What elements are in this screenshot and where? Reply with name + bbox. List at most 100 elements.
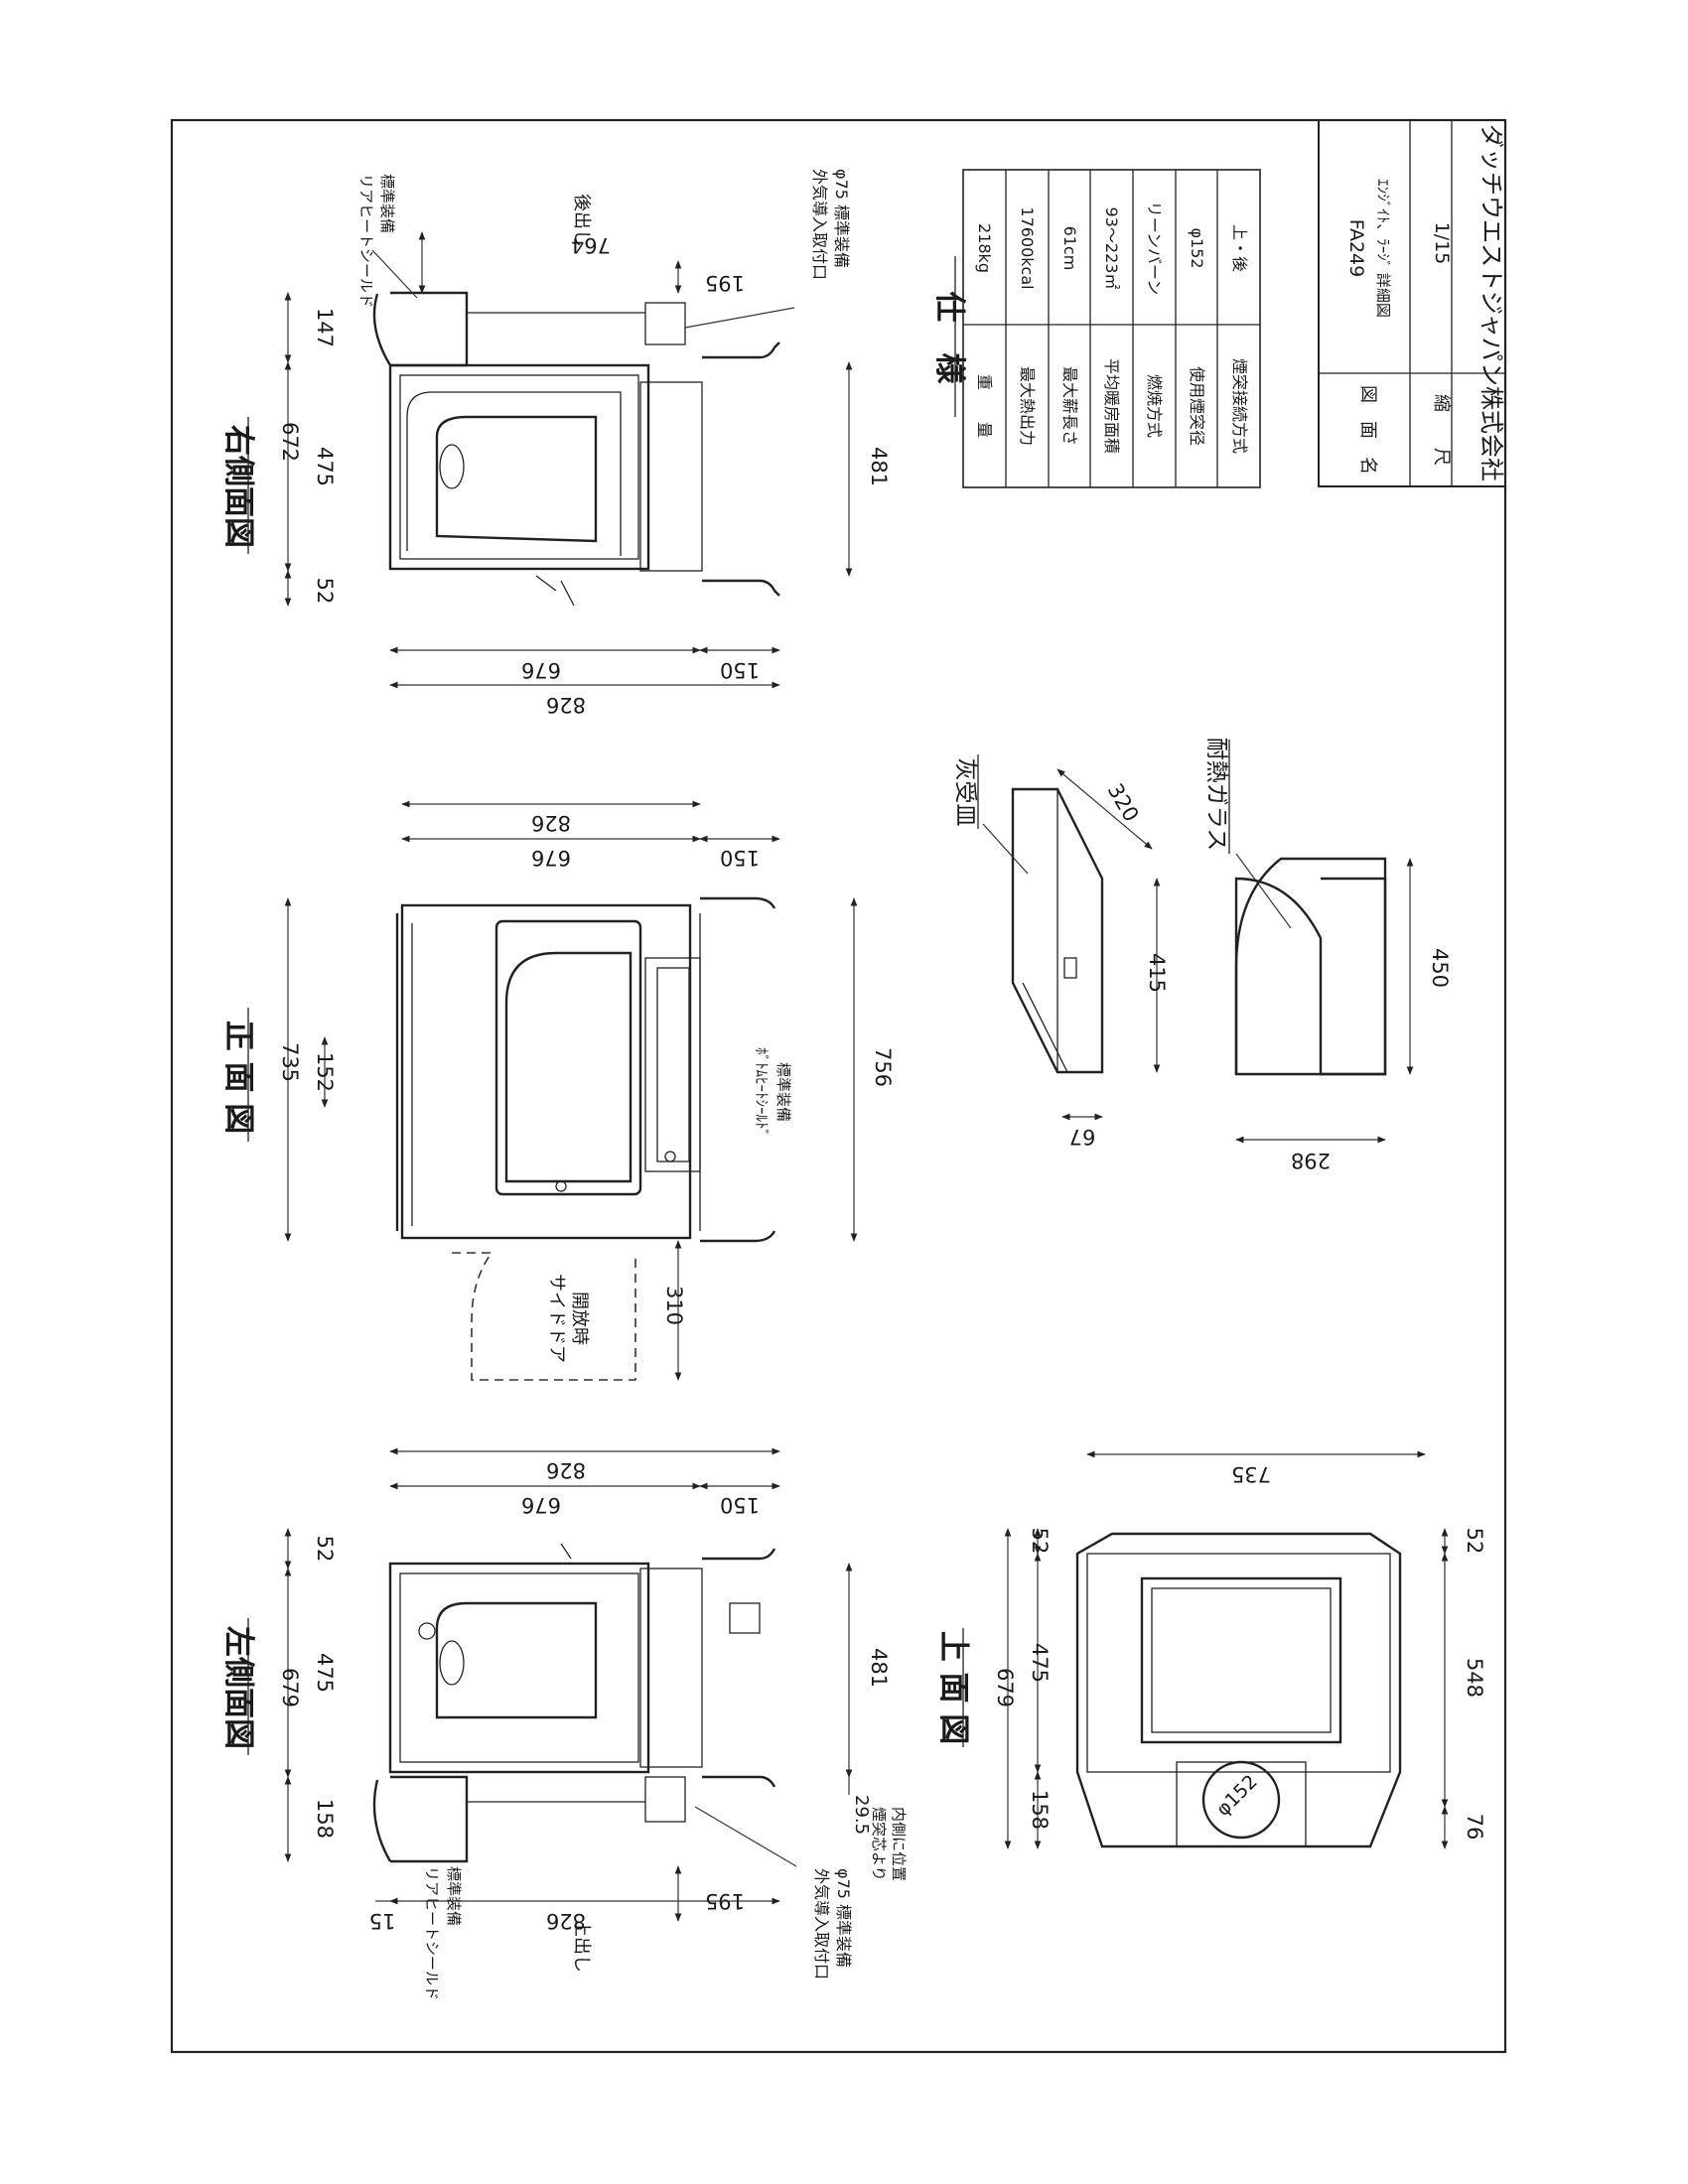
ash-pan-view: 灰受皿 320 415 67 — [952, 754, 1169, 1149]
left-side-rear-heat-shield-label: リアヒートシールド — [423, 1866, 441, 2000]
title-block-name-label: 図 面 名 — [1357, 385, 1378, 475]
right-side-view: 右側面図 リアヒートシールド 標準装備 後出し 外気導入取付口 φ75 標準装備 — [220, 169, 891, 717]
left-side-view: 左側面図 リアヒートシールド 標準装備 上出し 外気導入取付口 φ75 標準装備… — [220, 1447, 908, 2000]
left-side-dim-15: 15 — [369, 1909, 396, 1933]
front-dim-756: 756 — [871, 1047, 895, 1087]
right-side-dim-475: 475 — [313, 447, 337, 486]
left-side-dim-158: 158 — [313, 1799, 337, 1839]
front-view: 正 面 図 ﾎﾞﾄﾑﾋｰﾄｼｰﾙﾄﾞ 標準装備 サイドドア 開放時 826 67… — [220, 800, 895, 1381]
left-side-flue-note-2: 内側に位置 — [890, 1807, 908, 1881]
title-block-drawing-name: ｴﾝｼﾞｲﾄ、ﾗｰｼﾞ 詳細図 — [1374, 179, 1392, 318]
left-side-dim-150: 150 — [720, 1493, 760, 1517]
top-view-dim-679: 679 — [993, 1668, 1017, 1707]
glass-dim-298: 298 — [1291, 1149, 1331, 1172]
right-side-dim-672: 672 — [278, 422, 302, 462]
spec-row-connect-value: 上・後 — [1230, 224, 1249, 272]
right-side-dim-195: 195 — [705, 271, 745, 295]
spec-row-weight-value: 218kg — [975, 223, 994, 273]
front-side-door-label: サイドドア — [546, 1274, 567, 1363]
glass-view: 耐熱ガラス 450 298 — [1203, 738, 1452, 1172]
left-side-stove-body — [372, 1543, 776, 1863]
top-view-dim-52-left: 52 — [1028, 1528, 1052, 1555]
front-dim-735: 735 — [278, 1042, 302, 1082]
ash-pan-outline — [1011, 787, 1104, 1074]
left-side-dim-679: 679 — [278, 1668, 302, 1707]
title-block: 図 面 名 FA249 ｴﾝｼﾞｲﾄ、ﾗｰｼﾞ 詳細図 縮 尺 1/15 ダッチ… — [1318, 119, 1506, 487]
left-side-dim-481: 481 — [867, 1648, 891, 1688]
spec-row-flue-value: φ152 — [1188, 227, 1206, 268]
top-view-dim-548: 548 — [1463, 1658, 1486, 1698]
front-dim-150: 150 — [720, 846, 760, 870]
spec-row-log-value: 61cm — [1060, 226, 1079, 271]
title-block-scale: 1/15 — [1431, 222, 1453, 265]
spec-row-weight-label: 重 量 — [975, 374, 994, 438]
spec-row-area-value: 93〜223㎡ — [1102, 207, 1121, 290]
right-side-dim-147: 147 — [313, 308, 337, 347]
spec-row-burn-label: 燃焼方式 — [1145, 374, 1164, 438]
right-side-air-inlet-label: 外気導入取付口 — [810, 169, 829, 280]
right-side-dim-481: 481 — [867, 447, 891, 486]
spec-table: 仕 様 重 量 218kg 最大熱出力 17600kcal 最大薪長さ 61cm… — [931, 169, 1261, 488]
drawing-frame — [170, 118, 1507, 2054]
ash-pan-dim-415: 415 — [1145, 953, 1169, 993]
left-side-dim-826-bottom: 826 — [546, 1909, 586, 1933]
top-view-dim-76: 76 — [1463, 1814, 1486, 1841]
top-view-flue-diameter: φ152 — [1212, 1771, 1262, 1821]
spec-title: 仕 様 — [931, 292, 967, 385]
left-side-dim-475: 475 — [313, 1653, 337, 1693]
left-side-dim-29-5: 29.5 — [851, 1795, 872, 1835]
right-side-rear-heat-shield-label: リアヒートシールド — [357, 174, 375, 308]
top-view: 上 面 図 φ152 735 52 475 679 158 52 548 76 — [935, 1450, 1486, 1849]
right-side-outlet-label: 後出し — [571, 194, 592, 247]
left-side-air-inlet-std: φ75 標準装備 — [834, 1868, 853, 1968]
front-stove-body — [395, 896, 776, 1243]
top-view-dim-158: 158 — [1028, 1790, 1052, 1830]
front-side-door-open: 開放時 — [569, 1292, 590, 1345]
left-side-rear-heat-shield-std: 標準装備 — [445, 1866, 463, 1926]
spec-row-area-label: 平均暖房面積 — [1102, 358, 1121, 454]
right-side-dim-826: 826 — [546, 693, 586, 717]
glass-title: 耐熱ガラス — [1203, 738, 1229, 852]
front-dim-826: 826 — [531, 811, 571, 835]
top-view-title: 上 面 図 — [935, 1631, 971, 1745]
left-side-air-inlet-label: 外気導入取付口 — [812, 1868, 831, 1979]
spec-row-log-label: 最大薪長さ — [1060, 366, 1079, 446]
right-side-air-inlet-std: φ75 標準装備 — [832, 169, 851, 268]
spec-row-output-label: 最大熱出力 — [1018, 366, 1037, 446]
spec-row-burn-value: リーンバーン — [1145, 202, 1164, 295]
spec-row-output-value: 17600kcal — [1018, 206, 1037, 289]
left-side-dim-826-top: 826 — [546, 1458, 586, 1482]
left-side-flue-note-1: 煙突芯より — [870, 1807, 888, 1881]
top-view-dim-735: 735 — [1231, 1462, 1271, 1486]
title-block-scale-label: 縮 尺 — [1431, 394, 1452, 466]
right-side-rear-heat-shield-std: 標準装備 — [378, 174, 396, 233]
ash-pan-title: 灰受皿 — [952, 758, 978, 827]
front-bottom-heat-shield-label: ﾎﾞﾄﾑﾋｰﾄｼｰﾙﾄﾞ — [753, 1047, 771, 1137]
right-side-view-title: 右側面図 — [220, 425, 256, 548]
ash-pan-dim-67: 67 — [1069, 1125, 1096, 1149]
top-view-stove-outline — [1075, 1532, 1402, 1848]
front-dim-310: 310 — [662, 1286, 686, 1325]
spec-row-connect-label: 煙突接続方式 — [1230, 358, 1249, 454]
left-side-outlet-label: 上出し — [571, 1919, 592, 1973]
left-side-dim-676: 676 — [521, 1493, 561, 1517]
glass-outline — [1234, 877, 1387, 1076]
front-view-title: 正 面 図 — [220, 1021, 256, 1135]
glass-dim-450: 450 — [1428, 948, 1452, 988]
title-block-company: ダッチウエストジャパン株式会社 — [1477, 124, 1505, 481]
left-side-dim-52: 52 — [313, 1536, 337, 1563]
front-bottom-heat-shield-std: 標準装備 — [774, 1062, 792, 1122]
right-side-dim-764: 764 — [571, 233, 611, 257]
right-side-dim-150: 150 — [720, 658, 760, 682]
right-side-stove-body — [372, 291, 780, 607]
left-side-view-title: 左側面図 — [220, 1626, 256, 1749]
ash-pan-dim-320: 320 — [1103, 779, 1144, 826]
top-view-dim-475: 475 — [1028, 1643, 1052, 1683]
front-dim-152: 152 — [313, 1052, 337, 1092]
right-side-dim-52: 52 — [313, 578, 337, 605]
title-block-model-code: FA249 — [1345, 219, 1367, 277]
right-side-dim-676: 676 — [521, 658, 561, 682]
spec-row-flue-label: 使用煙突径 — [1188, 366, 1206, 446]
front-dim-676: 676 — [531, 846, 571, 870]
